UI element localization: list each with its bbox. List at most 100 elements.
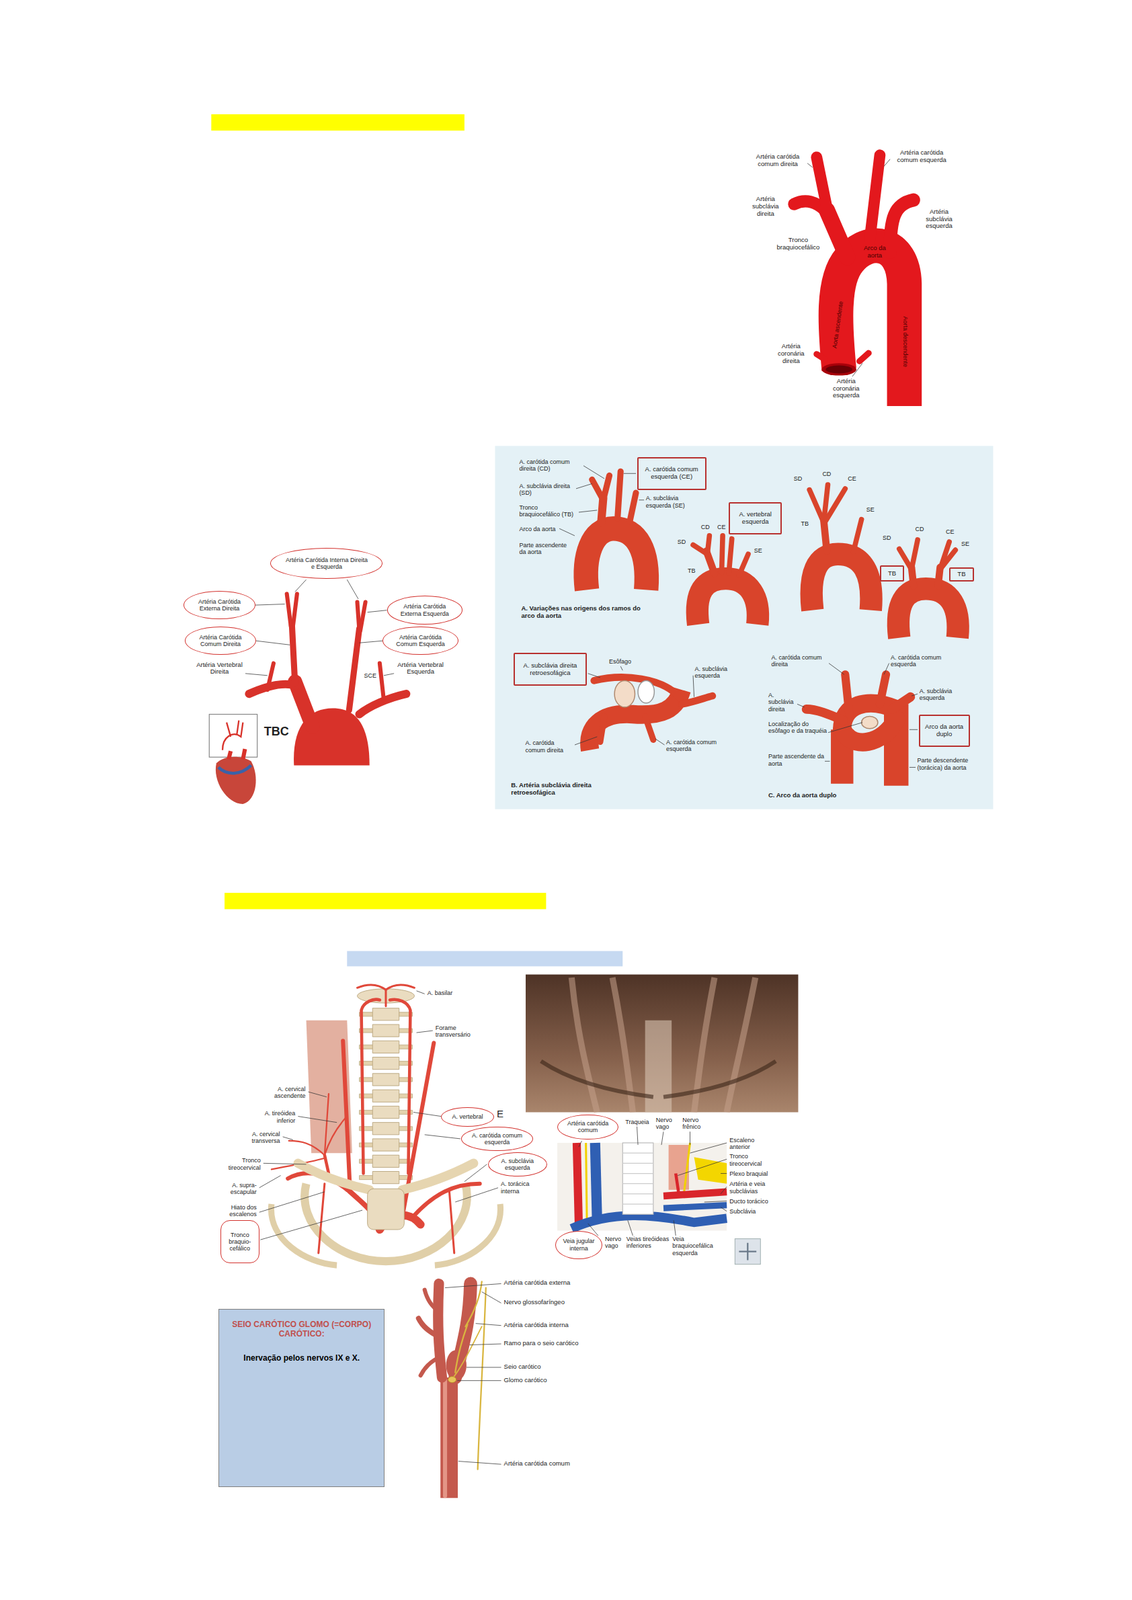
leader-line <box>297 1116 337 1123</box>
anatomy-label: A. supra-escapular <box>217 1181 258 1196</box>
leader-line <box>620 666 623 671</box>
anatomy-label: A. cervical transversa <box>236 1130 281 1145</box>
carotid-bifurcation-drawing <box>477 1287 487 1470</box>
anatomy-label: TB <box>686 567 697 575</box>
double-arch-drawing <box>861 716 878 729</box>
leader-line <box>883 663 890 675</box>
retroesophageal-drawing <box>681 695 713 704</box>
leader-line <box>637 1126 639 1145</box>
node-text: Arco da aorta duplo <box>922 723 966 739</box>
heart-thumbnail <box>209 714 257 805</box>
retroesophageal-drawing <box>600 716 605 743</box>
aortic-arch-variants <box>697 578 758 625</box>
carotid-overview-drawing <box>293 593 298 627</box>
anatomy-label: Artéria e veia subclávias <box>728 1180 778 1195</box>
node-text: TB <box>887 570 897 578</box>
aortic-arch-variants <box>911 539 918 570</box>
node-text: TB <box>957 570 966 579</box>
anatomy-label: A. subclávia direita <box>767 691 798 713</box>
neck-schematic <box>576 1142 579 1225</box>
leader-line <box>578 1140 583 1147</box>
anatomy-label: Artéria coronária direita <box>771 342 812 366</box>
node-text: A. vertebral <box>451 1113 483 1120</box>
leader-line <box>828 663 845 675</box>
retroesophageal-drawing <box>594 677 681 699</box>
boxed-label: TB <box>949 567 974 582</box>
dissection-photo <box>645 1020 672 1113</box>
aortic-arch-variants <box>721 535 724 573</box>
anatomy-label: C. Arco da aorta duplo <box>767 791 838 800</box>
leader-line <box>466 1366 502 1368</box>
aortic-arch-variants <box>728 538 733 574</box>
neck-arteries <box>389 999 411 1174</box>
neck-skeleton <box>367 1188 405 1230</box>
aortic-arch-variants <box>824 488 845 523</box>
leader-line <box>677 1158 727 1176</box>
neck-arteries <box>324 1118 345 1156</box>
leader-line <box>639 499 645 501</box>
aortic-arch-drawing <box>816 157 829 213</box>
carotid-overview-drawing <box>249 684 297 695</box>
node-text: A. vertebral esquerda <box>732 510 778 526</box>
dissection-photo <box>541 1061 776 1098</box>
anatomy-label: SE <box>753 547 763 554</box>
circled-label: A. carótida comum esquerda <box>461 1126 533 1151</box>
node-text: Artéria carótida comum <box>565 1119 611 1135</box>
anatomy-label: A. carótida comum esquerda <box>890 654 953 669</box>
neck-schematic <box>557 1142 727 1231</box>
aortic-arch-variants <box>823 520 827 552</box>
circled-label: A. vertebral <box>440 1107 495 1127</box>
neck-arteries <box>342 1040 351 1192</box>
anatomy-label: CD <box>700 523 711 531</box>
circled-label: A. subclávia esquerda <box>488 1152 548 1177</box>
neck-arteries <box>289 1140 325 1155</box>
dissection-photo <box>571 977 755 1112</box>
anatomy-label: Artéria carótida comum direita <box>748 153 808 169</box>
navigation-icon <box>738 1242 757 1261</box>
node-text: Artéria Carótida Externa Esquerda <box>396 602 453 618</box>
leader-line <box>481 1291 502 1304</box>
neck-arteries <box>385 984 415 990</box>
leader-line <box>259 1191 325 1212</box>
dissection-photo <box>525 974 798 1113</box>
anatomy-label: Subclávia <box>728 1207 778 1215</box>
aortic-arch-variants <box>617 471 622 519</box>
anatomy-label: Glomo carótico <box>503 1376 548 1385</box>
leader-line <box>416 1030 433 1033</box>
aortic-arch-drawing <box>890 200 914 253</box>
anatomy-label: A. cervical ascendente <box>258 1085 306 1100</box>
node-text: A. subclávia direita retroesofágica <box>517 662 583 677</box>
leader-line <box>582 465 605 479</box>
note-body: Inervação pelos nervos IX e X. <box>243 1353 360 1364</box>
anatomy-label: Parte ascendente da aorta <box>518 541 573 556</box>
neck-schematic <box>622 1152 654 1204</box>
circled-label: Veia jugular interna <box>555 1230 603 1260</box>
leader-line <box>689 1142 727 1153</box>
leader-line <box>464 1164 487 1182</box>
neck-schematic <box>571 1215 727 1229</box>
carotid-overview-drawing <box>356 602 359 632</box>
aortic-arch-variants <box>898 588 958 638</box>
boxed-label: Arco da aorta duplo <box>918 714 970 748</box>
leader-line <box>559 528 575 536</box>
leader-line <box>909 729 918 731</box>
aortic-arch-variants <box>738 553 749 576</box>
anatomy-label: Tronco braquiocefálico (TB) <box>518 504 579 519</box>
carotid-bifurcation-drawing <box>453 1326 482 1378</box>
leader-line <box>623 473 636 474</box>
node-text: A. subclávia esquerda <box>495 1157 540 1172</box>
anatomy-label: Ducto torácico <box>728 1197 778 1205</box>
neck-skeleton <box>297 1162 370 1190</box>
anatomy-label: E <box>496 1107 505 1120</box>
carotid-overview-drawing <box>267 663 274 690</box>
anatomy-label: Localização do esôfago e da traquéia <box>767 720 829 735</box>
leader-line <box>574 736 597 745</box>
aortic-arch-variants <box>586 528 647 590</box>
carotid-bifurcation-drawing <box>465 1281 482 1327</box>
leader-line <box>424 1134 461 1139</box>
leader-line <box>588 673 601 678</box>
node-text: A. carótida comum esquerda (CE) <box>641 465 703 481</box>
neck-schematic <box>683 1142 690 1194</box>
anatomy-label: SD <box>676 538 687 546</box>
